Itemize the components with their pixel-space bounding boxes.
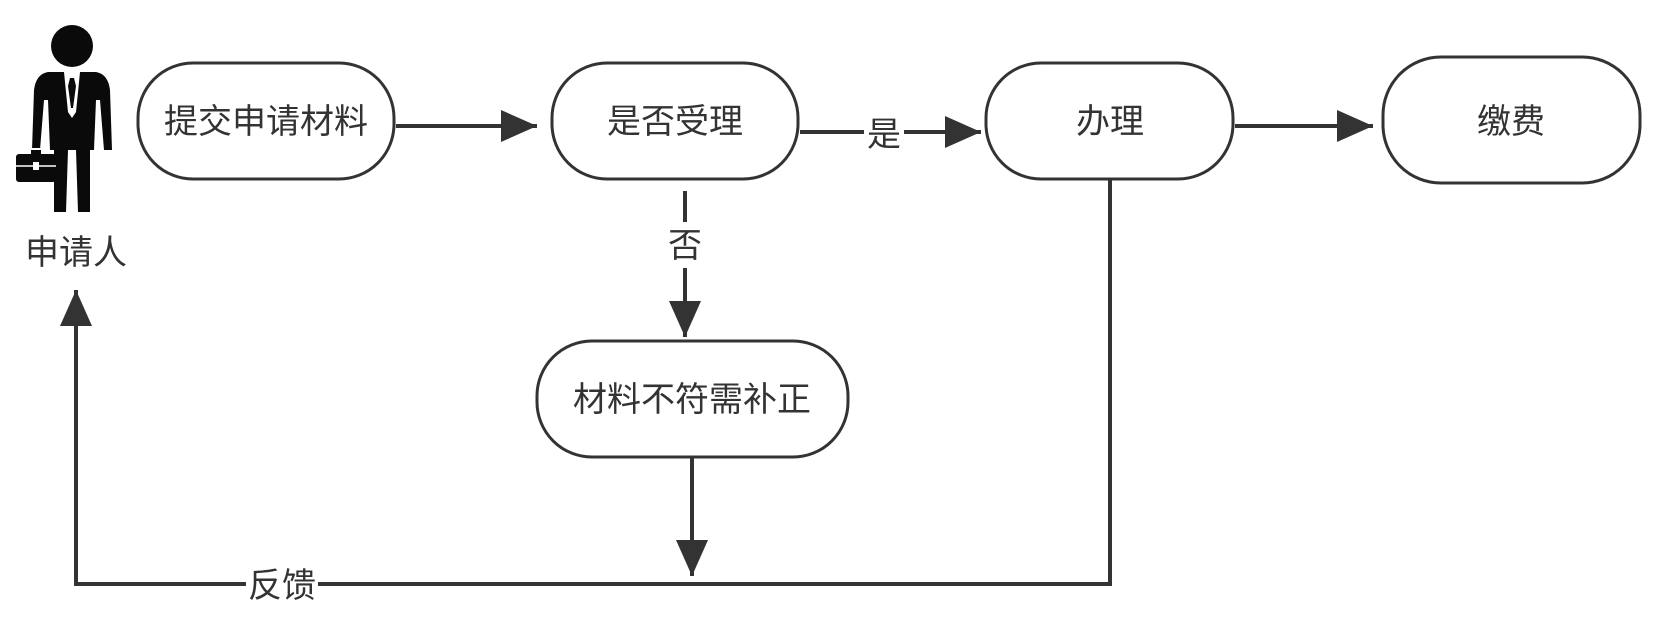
node-accept-label: 是否受理 <box>607 102 743 142</box>
businessman-with-briefcase-icon <box>16 25 112 212</box>
node-accept: 是否受理 <box>550 61 800 181</box>
edge-feedback-to-applicant <box>60 180 1112 586</box>
actor-label: 申请人 <box>25 233 127 273</box>
node-submit-label: 提交申请材料 <box>164 102 368 142</box>
node-process: 办理 <box>984 61 1235 181</box>
edge-label-yes: 是 <box>867 115 901 155</box>
node-supplement: 材料不符需补正 <box>535 339 850 459</box>
node-submit: 提交申请材料 <box>136 61 396 181</box>
node-payment: 缴费 <box>1381 55 1642 185</box>
node-payment-label: 缴费 <box>1477 102 1545 142</box>
node-supplement-label: 材料不符需补正 <box>573 380 811 420</box>
edge-label-feedback: 反馈 <box>248 566 316 606</box>
edge-label-no: 否 <box>668 226 702 266</box>
node-process-label: 办理 <box>1076 102 1144 142</box>
